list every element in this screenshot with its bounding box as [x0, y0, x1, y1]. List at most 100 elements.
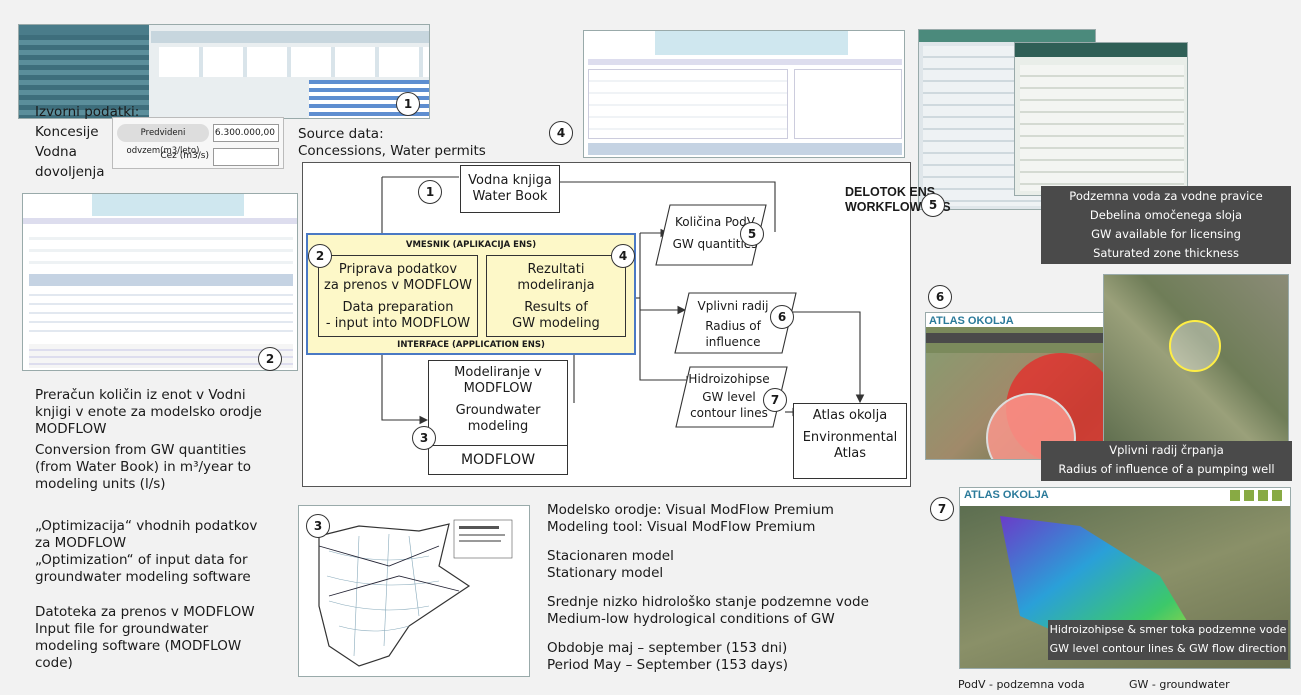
gw-quantities-si: Količina PodV [675, 215, 755, 229]
radius-caption-en: Radius of influence of a pumping well [1058, 462, 1275, 476]
volume-popup: Predvideni odvzem(m3/leto) 6.300.000,00 … [112, 117, 284, 169]
concessions-permits-en: Concessions, Water permits [298, 143, 486, 159]
radius-map-zoom [1103, 274, 1289, 460]
planned-extraction-value: 6.300.000,00 [213, 124, 279, 142]
source-title-si: Izvorni podatki: [35, 104, 140, 120]
flow-label: Cez (m3/s) [160, 151, 209, 161]
step-number-5: 5 [921, 193, 945, 217]
results-en-line1: Results of [524, 300, 588, 315]
permits-si: dovoljenja [35, 164, 105, 180]
conversion-en-line3: modeling units (l/s) [35, 476, 166, 492]
interface-area: VMESNIK (APLIKACIJA ENS) INTERFACE (APPL… [306, 233, 636, 355]
modeling-si-line2: MODFLOW [463, 381, 533, 396]
prep-en-line2: - input into MODFLOW [325, 316, 471, 331]
conversion-en-line1: Conversion from GW quantities [35, 442, 247, 458]
prep-en-line1: Data preparation [342, 300, 454, 315]
flow-value [213, 148, 279, 166]
optimization-en-line1: „Optimization“ of input data for [35, 552, 248, 568]
contour-en-line1: GW level [702, 390, 756, 404]
modflow-box: MODFLOW [428, 445, 568, 475]
diagram-number-1: 1 [418, 180, 442, 204]
legend-podv: PodV - podzemna voda [958, 678, 1085, 691]
radius-si: Vplivni radij [697, 299, 769, 313]
licensing-caption: Podzemna voda za vodne pravice Debelina … [1041, 186, 1291, 264]
period-si: Obdobje maj – september (153 dni) [547, 640, 788, 656]
conversion-si-line1: Preračun količin iz enot v Vodni [35, 387, 246, 403]
step-number-3: 3 [306, 514, 330, 538]
prep-si-line2: za prenos v MODFLOW [324, 278, 472, 293]
arrow-quantities-to-waterbook [526, 177, 776, 232]
diagram-number-7: 7 [763, 388, 787, 412]
optimization-en-line2: groundwater modeling software [35, 569, 251, 585]
input-file-en-line2: modeling software (MODFLOW [35, 638, 242, 654]
source-data-en: Source data: Concessions, Water permits [298, 126, 486, 160]
water-book-si: Vodna knjiga [468, 173, 552, 188]
arrow-radius-to-atlas [790, 311, 865, 404]
modflow-model-map [298, 505, 530, 677]
gw-quantities-en: GW quantities [672, 237, 758, 251]
atlas-en-line2: Atlas [833, 446, 867, 461]
conversion-text: Preračun količin iz enot v Vodni knjigi … [35, 387, 262, 493]
water-book-en: Water Book [472, 189, 548, 204]
arrow-to-contours [639, 300, 696, 385]
step-number-4: 4 [549, 121, 573, 145]
modeling-box: Modeliranje v MODFLOW Groundwater modeli… [428, 360, 568, 446]
atlas-en-line1: Environmental [802, 430, 898, 445]
tool-en: Modeling tool: Visual ModFlow Premium [547, 519, 816, 535]
contour-caption: Hidroizohipse & smer toka podzemne vode … [1048, 620, 1288, 660]
licensing-si-line2: Debelina omočenega sloja [1089, 208, 1243, 222]
licensing-en-line1: GW available for licensing [1091, 227, 1241, 241]
interface-label-en: INTERFACE (APPLICATION ENS) [397, 340, 545, 350]
results-si-line1: Rezultati [527, 262, 585, 277]
radius-en-line2: influence [705, 335, 761, 349]
licensing-en-line2: Saturated zone thickness [1093, 246, 1239, 260]
workflow-title-si: DELOTOK ENS [845, 185, 936, 199]
diagram-number-6: 6 [770, 305, 794, 329]
model-en: Stationary model [547, 565, 664, 581]
atlas-logo-text: ATLAS OKOLJA [929, 315, 1014, 327]
gw-quantities-shape [655, 204, 767, 266]
gw-quantities-label: Količina PodV GW quantities [670, 214, 760, 252]
contour-en-line2: contour lines [690, 406, 768, 420]
radius-map-screenshot: ATLAS OKOLJA [925, 312, 1135, 460]
interface-label-si: VMESNIK (APLIKACIJA ENS) [405, 240, 537, 250]
optimization-text: „Optimizacija“ vhodnih podatkov za MODFL… [35, 518, 257, 586]
contour-si: Hidroizohipse [688, 372, 770, 386]
input-file-text: Datoteka za prenos v MODFLOW Input file … [35, 604, 255, 672]
licensing-dialog [1014, 42, 1188, 196]
results-box: Rezultati modeliranja Results of GW mode… [486, 255, 626, 337]
contour-caption-en: GW level contour lines & GW flow directi… [1049, 642, 1287, 655]
water-si: Vodna [35, 144, 77, 160]
modeling-en-line1: Groundwater [455, 403, 541, 418]
planned-extraction-label: Predvideni odvzem(m3/leto) [117, 124, 209, 156]
input-file-en-line3: code) [35, 655, 73, 671]
radius-caption: Vplivni radij črpanja Radius of influenc… [1041, 441, 1292, 481]
contour-shape [675, 366, 788, 428]
period-en: Period May – September (153 days) [547, 657, 788, 673]
diagram-number-2: 2 [308, 244, 332, 268]
atlas-logo-text-2: ATLAS OKOLJA [964, 489, 1049, 501]
licensing-si-line1: Podzemna voda za vodne pravice [1069, 189, 1263, 203]
model-si: Stacionaren model [547, 548, 674, 564]
step-number-6: 6 [928, 285, 952, 309]
source-data-si: Izvorni podatki: Koncesije Vodna dovolje… [35, 102, 139, 182]
diagram-number-5: 5 [740, 222, 764, 246]
concessions-si: Koncesije [35, 124, 99, 140]
atlas-box: Atlas okolja Environmental Atlas [793, 403, 907, 479]
conversion-en-line2: (from Water Book) in m³/year to [35, 459, 251, 475]
water-permits-screenshot [18, 24, 430, 119]
step-number-2: 2 [258, 347, 282, 371]
radius-shape [674, 292, 797, 354]
water-book-screenshot [22, 193, 298, 371]
data-preparation-box: Priprava podatkov za prenos v MODFLOW Da… [318, 255, 478, 337]
modeling-si-line1: Modeliranje v [454, 365, 542, 380]
results-en-line2: GW modeling [512, 316, 600, 331]
contour-caption-si: Hidroizohipse & smer toka podzemne vode [1049, 623, 1287, 636]
modeling-en-line2: modeling [467, 419, 529, 434]
step-number-7: 7 [930, 497, 954, 521]
model-description: Modelsko orodje: Visual ModFlow Premium … [547, 502, 869, 674]
conversion-si-line2: knjigi v enote za modelsko orodje [35, 404, 262, 420]
legend-gw: GW - groundwater [1129, 678, 1230, 691]
optimization-si-line1: „Optimizacija“ vhodnih podatkov [35, 518, 258, 534]
